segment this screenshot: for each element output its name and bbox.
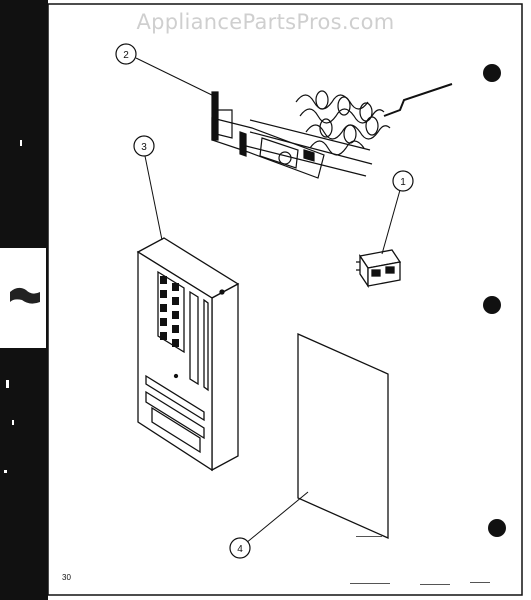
callout-4: 4: [229, 537, 251, 559]
callout-1: 1: [392, 170, 414, 192]
binding-strip: [0, 0, 48, 600]
leader-line-3: [144, 155, 163, 241]
panel: [297, 332, 389, 540]
leader-line-1: [381, 189, 401, 255]
leader-line-2: [135, 57, 219, 99]
control-box: [136, 237, 240, 472]
callout-label-2: 2: [123, 50, 129, 61]
callout-label-1: 1: [400, 177, 406, 188]
callout-2: 2: [115, 43, 137, 65]
heater-element-assembly: [211, 83, 453, 179]
watermark: AppliancePartsPros.com: [136, 10, 395, 34]
callout-3: 3: [133, 135, 155, 157]
punch-hole-middle: [483, 296, 501, 314]
relay: [356, 249, 402, 289]
page-number: 30: [62, 573, 71, 582]
leader-line-4: [239, 491, 309, 549]
punch-hole-top: [483, 64, 501, 82]
callout-label-4: 4: [237, 544, 243, 555]
callout-label-3: 3: [141, 142, 147, 153]
scan-noise: [350, 536, 490, 585]
page-frame: [47, 3, 523, 596]
punch-hole-bottom: [488, 519, 506, 537]
